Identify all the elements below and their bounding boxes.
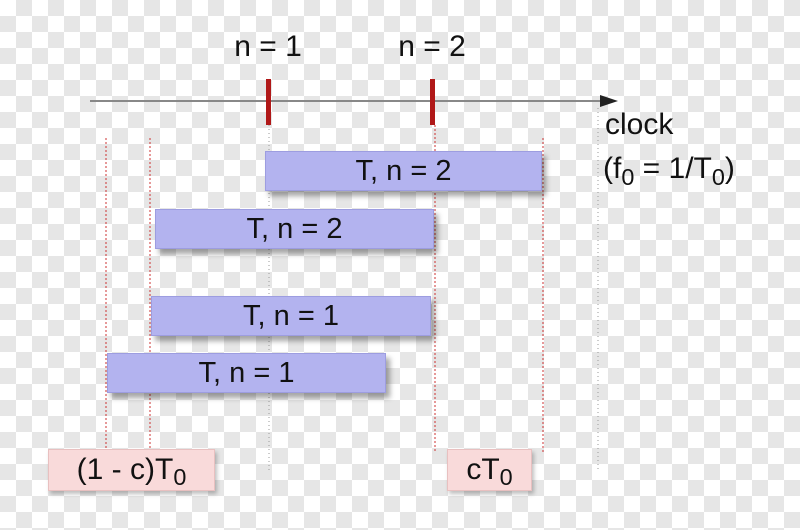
timing-bar-label: T, n = 2 — [246, 212, 343, 245]
timing-bar-label: T, n = 1 — [198, 356, 295, 389]
frequency-label: (f0 = 1/T0) — [603, 152, 735, 190]
frequency-label-middle: = 1/T — [634, 152, 712, 185]
timing-bar: T, n = 1 — [107, 353, 386, 393]
tick-mark-n2 — [430, 79, 435, 125]
timing-bar: T, n = 2 — [155, 209, 434, 249]
tick-label-n1: n = 1 — [234, 30, 302, 63]
frequency-label-suffix: ) — [724, 152, 735, 185]
offset-box-right-subscript: 0 — [499, 463, 513, 490]
timing-bar-label: T, n = 2 — [355, 154, 452, 187]
tick-label-n2: n = 2 — [398, 30, 466, 63]
frequency-label-subscript: 0 — [621, 164, 635, 191]
timing-bar-label: T, n = 1 — [243, 299, 339, 332]
tick-mark-n1 — [266, 79, 271, 125]
offset-box-left-main: (1 - c)T — [76, 453, 174, 486]
timing-bar: T, n = 1 — [151, 296, 431, 336]
offset-box-left-subscript: 0 — [173, 463, 187, 490]
frequency-label-subscript-2: 0 — [711, 164, 725, 191]
offset-box-right-main: cT — [466, 453, 500, 486]
clock-axis-label: clock — [605, 108, 674, 141]
timing-bar: T, n = 2 — [265, 151, 542, 191]
frequency-label-prefix: (f — [603, 152, 622, 185]
clock-axis-arrowhead — [600, 95, 618, 107]
